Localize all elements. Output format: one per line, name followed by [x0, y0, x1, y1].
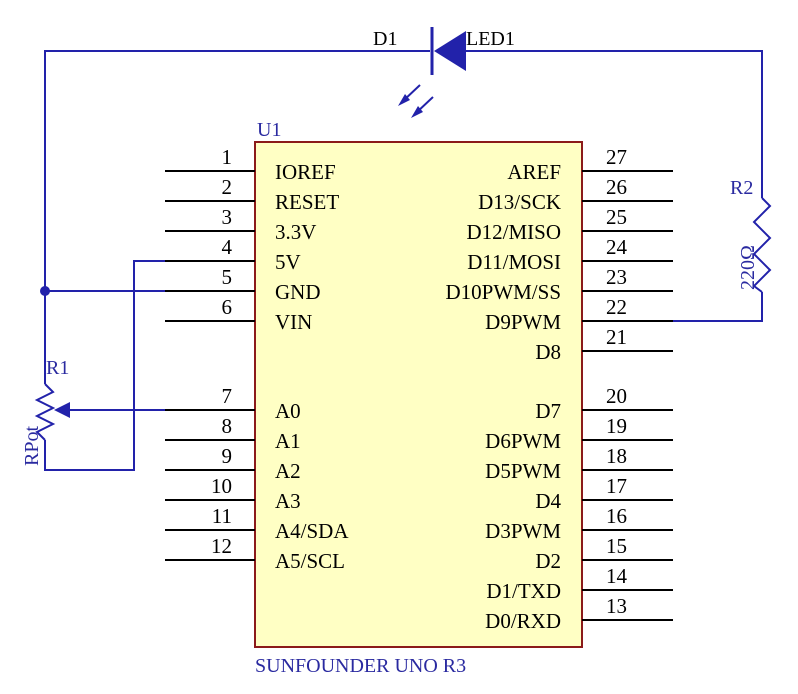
led-designator: D1 — [373, 28, 397, 50]
pin-num-25: 25 — [606, 205, 627, 229]
pin-num-18: 18 — [606, 444, 627, 468]
pin-num-5: 5 — [222, 265, 233, 289]
pin-name-3v3: 3.3V — [275, 220, 316, 244]
chip-designator: U1 — [257, 119, 281, 141]
pin-name-d2: D2 — [535, 549, 561, 573]
pin-name-d11-mosi: D11/MOSI — [467, 250, 561, 274]
pin-name-a4-sda: A4/SDA — [275, 519, 349, 543]
pin-name-d4: D4 — [535, 489, 561, 513]
pin-name-d6pwm: D6PWM — [485, 429, 561, 453]
pin-num-27: 27 — [606, 145, 627, 169]
pin-num-17: 17 — [606, 474, 627, 498]
wire-gnd-to-led — [44, 50, 430, 291]
pin-num-26: 26 — [606, 175, 627, 199]
pin-name-gnd: GND — [275, 280, 321, 304]
pin-num-16: 16 — [606, 504, 627, 528]
pin-num-4: 4 — [222, 235, 233, 259]
right-pin-numbers: 27 26 25 24 23 22 21 20 19 18 17 16 15 1… — [606, 145, 628, 618]
pin-num-20: 20 — [606, 384, 627, 408]
pin-name-d5pwm: D5PWM — [485, 459, 561, 483]
pin-name-d12-miso: D12/MISO — [466, 220, 561, 244]
pin-name-d13-sck: D13/SCK — [478, 190, 561, 214]
pin-num-23: 23 — [606, 265, 627, 289]
chip-name: SUNFOUNDER UNO R3 — [255, 655, 466, 677]
pin-num-7: 7 — [222, 384, 233, 408]
led-name: LED1 — [466, 28, 515, 50]
wire-pot-to-5v — [44, 260, 165, 471]
resistor-r2-value: 220Ω — [737, 245, 759, 290]
pin-name-a1: A1 — [275, 429, 301, 453]
pin-name-d8: D8 — [535, 340, 561, 364]
pin-name-a2: A2 — [275, 459, 301, 483]
pin-name-a0: A0 — [275, 399, 301, 423]
pot-designator: R1 — [46, 357, 69, 379]
resistor-r2-zigzag — [752, 197, 772, 293]
pin-name-reset: RESET — [275, 190, 339, 214]
pin-name-aref: AREF — [507, 160, 561, 184]
pin-num-12: 12 — [211, 534, 232, 558]
pin-name-a5-scl: A5/SCL — [275, 549, 345, 573]
pin-num-19: 19 — [606, 414, 627, 438]
pin-name-d3pwm: D3PWM — [485, 519, 561, 543]
wires — [44, 50, 763, 471]
pin-num-8: 8 — [222, 414, 233, 438]
wire-r2-to-d9 — [673, 292, 763, 322]
wire-led-to-r2 — [466, 50, 763, 198]
pin-num-10: 10 — [211, 474, 232, 498]
pin-num-14: 14 — [606, 564, 628, 588]
pin-name-d9pwm: D9PWM — [485, 310, 561, 334]
pin-num-9: 9 — [222, 444, 233, 468]
pin-num-13: 13 — [606, 594, 627, 618]
pot-name: RPot — [21, 426, 43, 466]
pin-name-5v: 5V — [275, 250, 301, 274]
pin-name-d1-txd: D1/TXD — [486, 579, 561, 603]
pin-name-d0-rxd: D0/RXD — [485, 609, 561, 633]
pin-num-3: 3 — [222, 205, 233, 229]
pin-num-21: 21 — [606, 325, 627, 349]
pin-name-ioref: IOREF — [275, 160, 336, 184]
chip-body — [254, 141, 583, 648]
junction-dot — [40, 286, 50, 296]
left-pin-lines — [165, 170, 255, 561]
left-pin-numbers: 1 2 3 4 5 6 7 8 9 10 11 12 — [211, 145, 233, 558]
left-pin-names: IOREF RESET 3.3V 5V GND VIN A0 A1 A2 A3 … — [275, 160, 349, 573]
led-symbol — [398, 27, 466, 118]
pot-r1-zigzag — [34, 383, 56, 441]
pin-num-6: 6 — [222, 295, 233, 319]
pin-num-24: 24 — [606, 235, 628, 259]
pin-name-d10pwm-ss: D10PWM/SS — [445, 280, 561, 304]
pin-num-22: 22 — [606, 295, 627, 319]
led-arrowhead-1 — [398, 94, 410, 106]
led-triangle — [434, 31, 466, 71]
pin-num-1: 1 — [222, 145, 233, 169]
resistor-r2-designator: R2 — [730, 177, 753, 199]
pin-num-2: 2 — [222, 175, 233, 199]
led-arrowhead-2 — [411, 106, 423, 118]
right-pin-lines — [582, 170, 673, 621]
pin-name-d7: D7 — [535, 399, 561, 423]
pin-num-11: 11 — [212, 504, 232, 528]
right-pin-names: AREF D13/SCK D12/MISO D11/MOSI D10PWM/SS… — [445, 160, 561, 633]
pin-name-a3: A3 — [275, 489, 301, 513]
pin-name-vin: VIN — [275, 310, 312, 334]
pin-num-15: 15 — [606, 534, 627, 558]
pot-wiper-arrow — [54, 402, 70, 418]
